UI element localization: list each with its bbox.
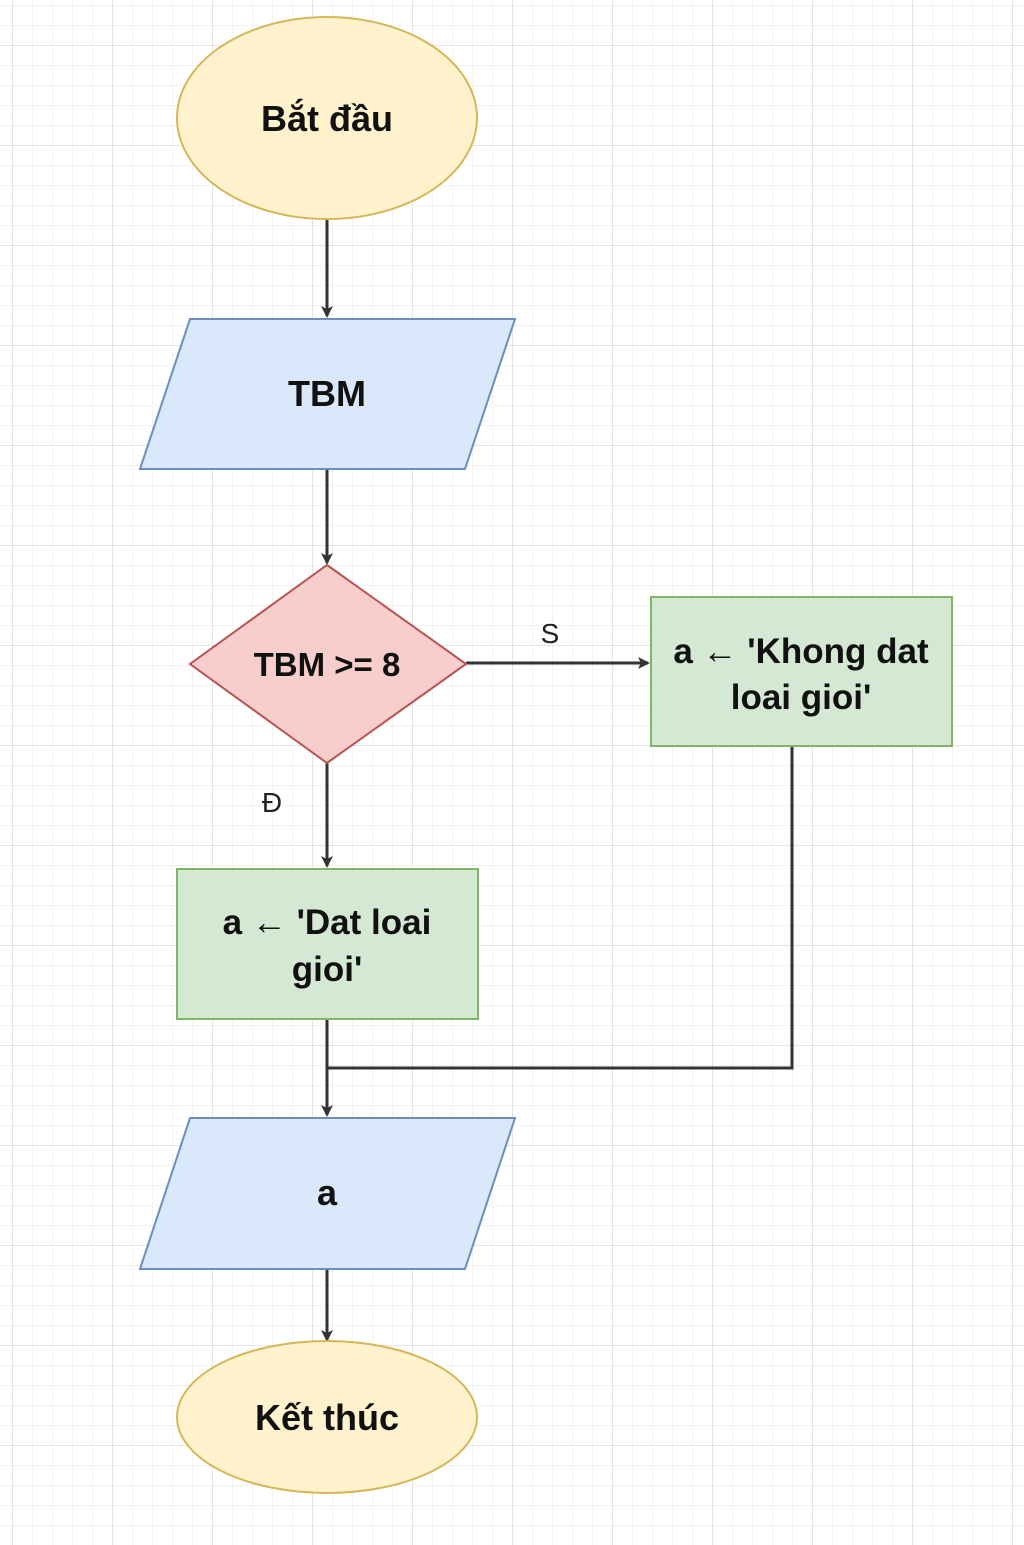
start-shape (176, 16, 478, 220)
decision-label: TBM >= 8 (254, 646, 401, 683)
decision-node[interactable]: TBM >= 8 (188, 563, 468, 765)
true-process-shape (176, 868, 479, 1020)
start-terminal[interactable]: Bắt đầu (176, 16, 478, 220)
output-shape (138, 1117, 517, 1270)
edge-false-to-output (327, 746, 794, 1070)
decision-shape (188, 563, 468, 765)
true-edge-label: Đ (262, 787, 282, 818)
input-shape (138, 318, 517, 470)
start-label: Bắt đầu (261, 97, 393, 139)
false-edge-label: S (541, 618, 560, 649)
false-process-node[interactable]: a ← 'Khong dat loai gioi' (650, 596, 953, 747)
edges (321, 220, 794, 1342)
false-process-shape (650, 596, 953, 747)
input-node[interactable]: TBM (138, 318, 517, 470)
output-node[interactable]: a (138, 1117, 517, 1270)
true-process-node[interactable]: a ← 'Dat loai gioi' (176, 868, 479, 1020)
true-process-line1: a ← 'Dat loai (223, 903, 432, 942)
true-process-line2: gioi' (292, 950, 363, 989)
end-terminal[interactable]: Kết thúc (176, 1340, 478, 1494)
end-shape (176, 1340, 478, 1494)
false-process-line2: loai gioi' (731, 678, 872, 717)
false-process-line1: a ← 'Khong dat (673, 632, 929, 671)
output-label: a (317, 1172, 338, 1213)
input-label: TBM (288, 373, 366, 414)
end-label: Kết thúc (255, 1397, 399, 1438)
